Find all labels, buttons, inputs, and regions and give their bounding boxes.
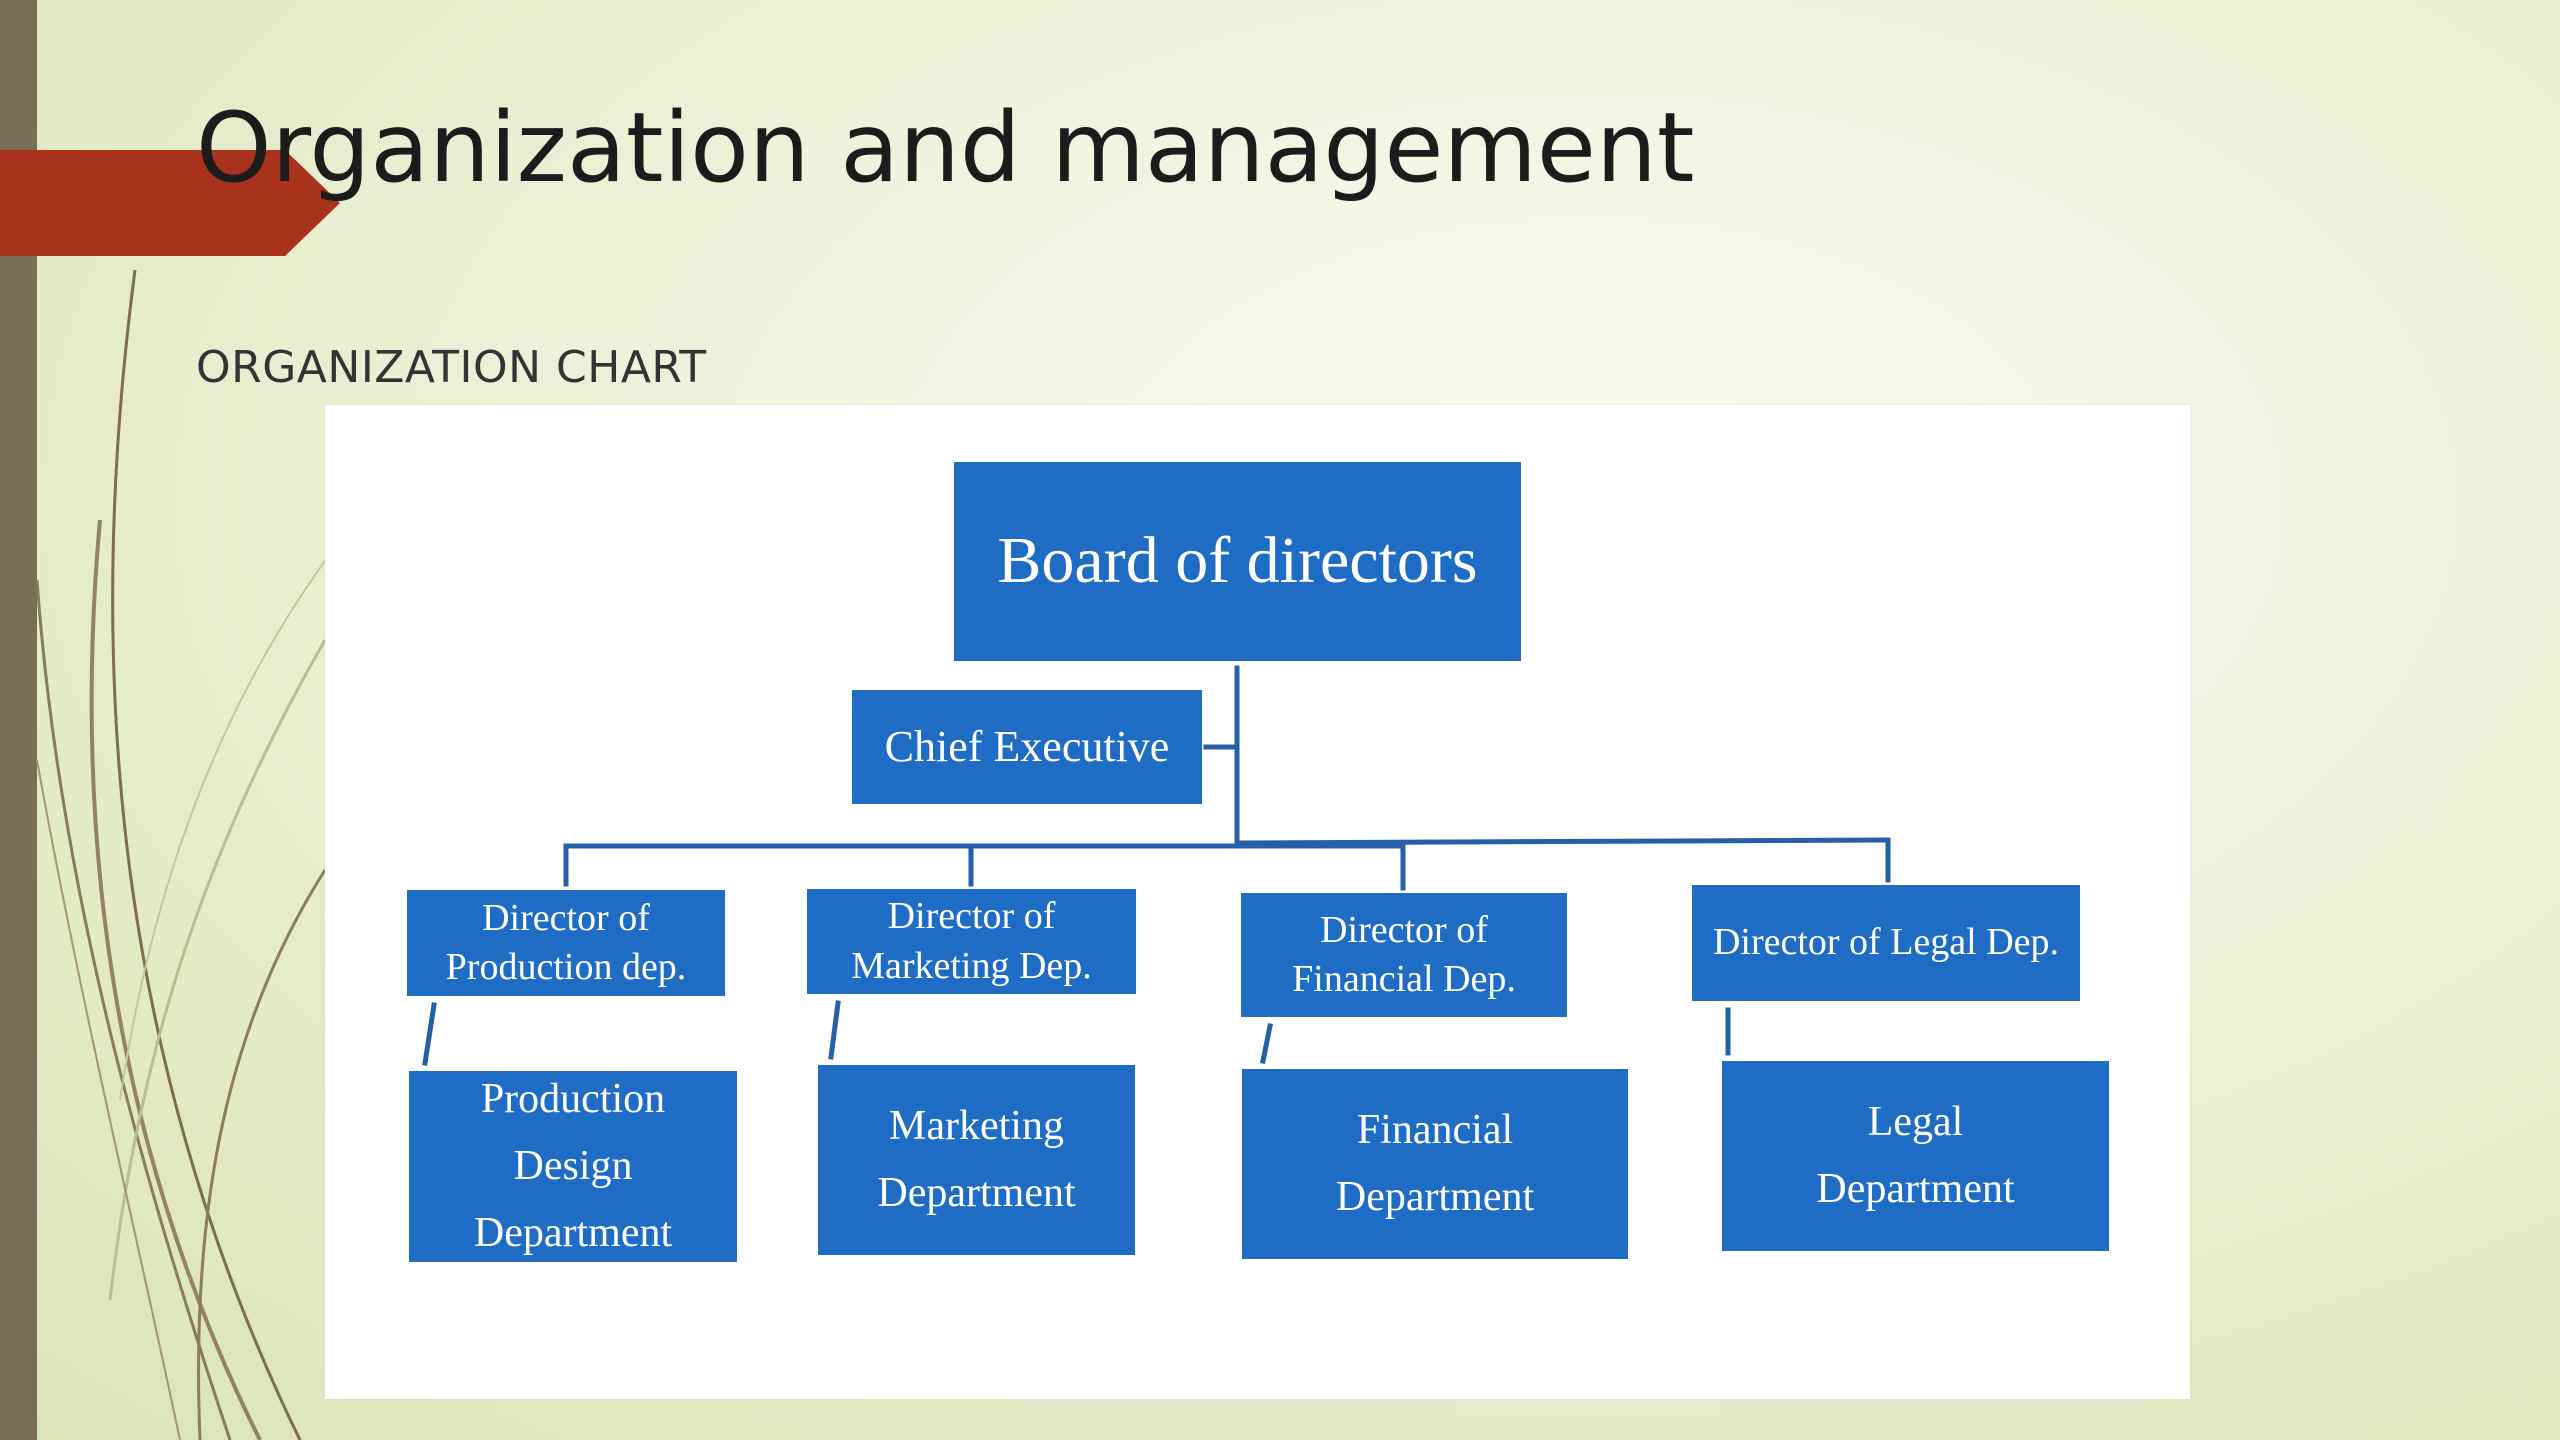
- director-marketing-line-2: Marketing Dep.: [851, 944, 1092, 987]
- legal-department-box: Legal Department: [1722, 1061, 2109, 1251]
- slide-subtitle: ORGANIZATION CHART: [196, 342, 707, 393]
- production-design-department-box: Production Design Department: [409, 1071, 737, 1262]
- board-of-directors-label: Board of directors: [997, 524, 1478, 598]
- director-production-box: Director of Production dep.: [407, 890, 725, 996]
- slide-title: Organization and management: [196, 92, 1695, 204]
- production-dept-link: [422, 1002, 437, 1066]
- director-financial-line-1: Director of: [1320, 908, 1488, 951]
- director-legal-label: Director of Legal Dep.: [1712, 921, 2060, 964]
- marketing-dept-line-2: Department: [877, 1170, 1076, 1216]
- director-production-line-2: Production dep.: [445, 946, 687, 988]
- director-production-line-1: Director of: [482, 896, 650, 939]
- legal-dept-line-2: Department: [1816, 1166, 2015, 1212]
- title-accent-arrow: [0, 150, 340, 256]
- director-financial-box: Director of Financial Dep.: [1241, 893, 1567, 1017]
- financial-department-box: Financial Department: [1242, 1069, 1628, 1259]
- legal-dept-line-1: Legal: [1867, 1098, 1964, 1145]
- financial-dept-link: [1260, 1023, 1273, 1064]
- director-financial-line-2: Financial Dep.: [1292, 958, 1516, 1000]
- board-of-directors-box: Board of directors: [954, 462, 1521, 661]
- marketing-dept-line-1: Marketing: [889, 1102, 1064, 1149]
- marketing-department-box: Marketing Department: [818, 1065, 1135, 1255]
- right-branch-line: [1234, 837, 1891, 846]
- director-marketing-line-1: Director of: [887, 895, 1056, 938]
- production-dept-line-1: Production: [480, 1075, 666, 1122]
- director-legal-box: Director of Legal Dep.: [1692, 885, 2080, 1001]
- grass-decoration: [35, 269, 420, 1440]
- chief-executive-label: Chief Executive: [884, 722, 1170, 772]
- production-dept-line-2: Design: [513, 1142, 633, 1189]
- financial-dept-line-1: Financial: [1356, 1106, 1514, 1153]
- director-marketing-box: Director of Marketing Dep.: [807, 889, 1136, 994]
- financial-dept-line-2: Department: [1335, 1174, 1535, 1220]
- chief-executive-box: Chief Executive: [852, 690, 1202, 804]
- marketing-dept-link: [828, 1000, 841, 1060]
- production-dept-line-3: Department: [473, 1210, 673, 1257]
